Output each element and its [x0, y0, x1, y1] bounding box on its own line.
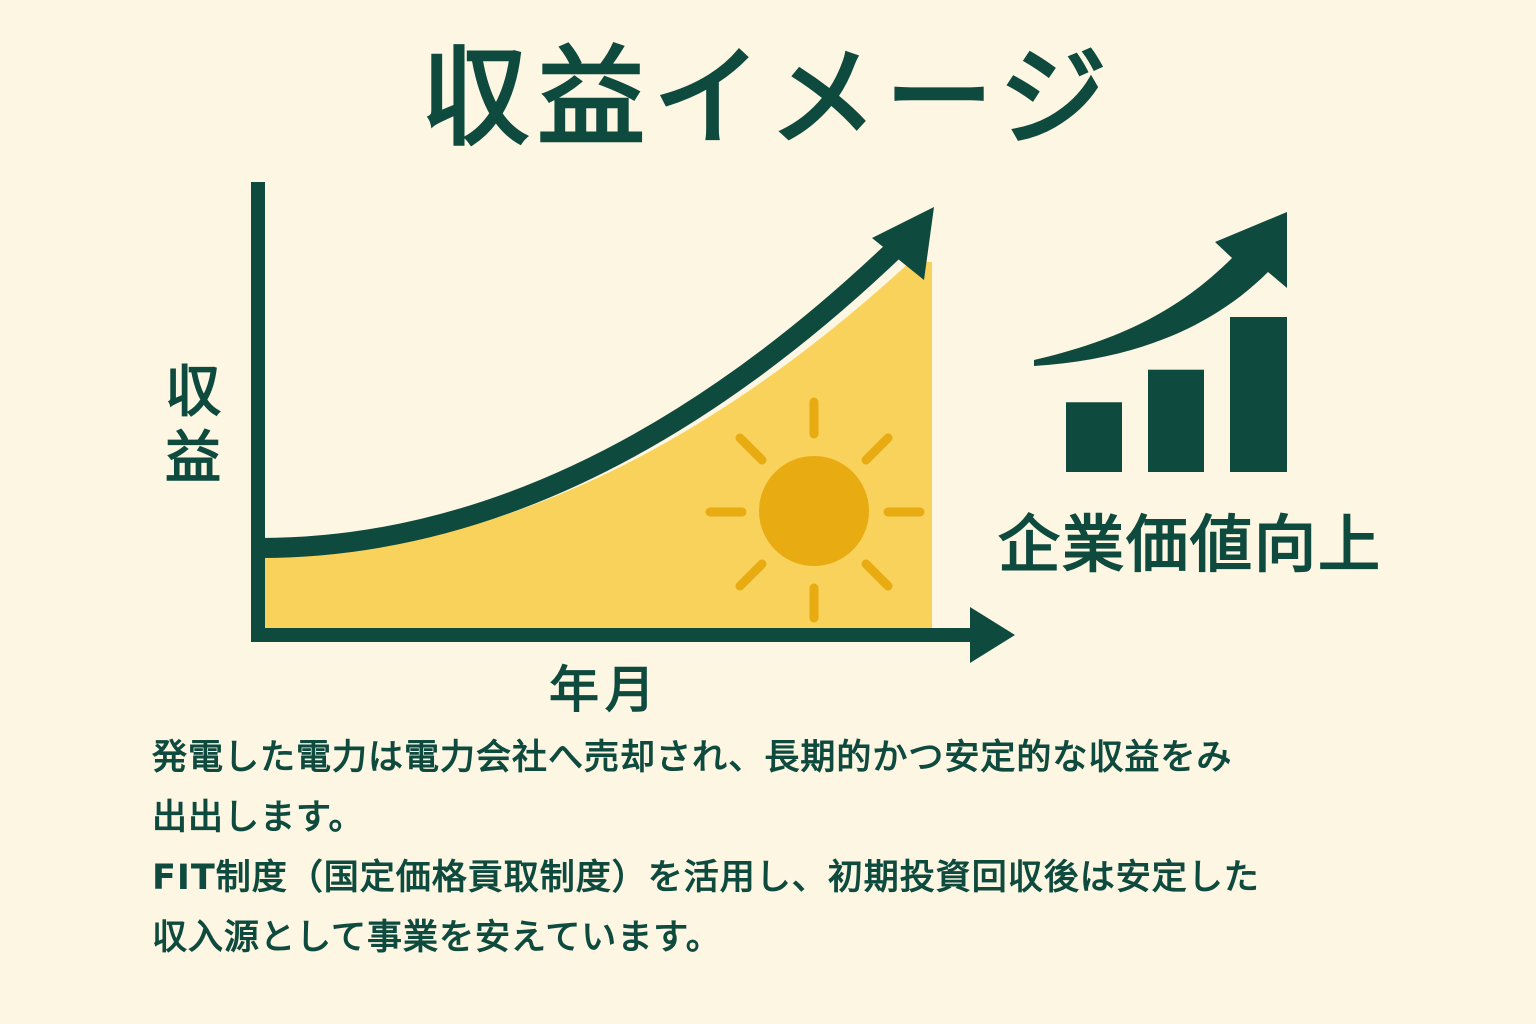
- description-line: 発電した電力は電力会社へ売却され、長期的かつ安定的な収益をみ: [152, 738, 1233, 778]
- y-axis-label: 収 益: [165, 360, 221, 491]
- revenue-area-fill: [260, 262, 932, 632]
- revenue-chart: [251, 182, 1015, 663]
- growth-bar-chart-icon: [1034, 212, 1287, 472]
- x-axis-arrowhead: [970, 607, 1015, 663]
- sun-icon: [705, 397, 925, 623]
- growth-bar: [1230, 317, 1287, 472]
- corporate-value-label: 企業価値向上: [997, 508, 1382, 581]
- x-axis-label: 年月: [549, 661, 661, 719]
- curve-arrowhead: [872, 207, 934, 280]
- growth-bar: [1066, 402, 1122, 472]
- page-title: 収益イメージ: [421, 36, 1115, 161]
- description-line: FIT制度（国定価格貢取制度）を活用し、初期投資回収後は安定した: [152, 858, 1260, 898]
- description-line: 収入源として事業を安えています。: [152, 918, 722, 958]
- description-line: 出出します。: [152, 798, 365, 838]
- revenue-growth-curve: [259, 244, 899, 558]
- description-text: 発電した電力は電力会社へ売却され、長期的かつ安定的な収益をみ 出出します。 FI…: [152, 728, 1392, 968]
- growth-bar: [1148, 369, 1204, 472]
- growth-arrow-swoosh: [1034, 212, 1287, 366]
